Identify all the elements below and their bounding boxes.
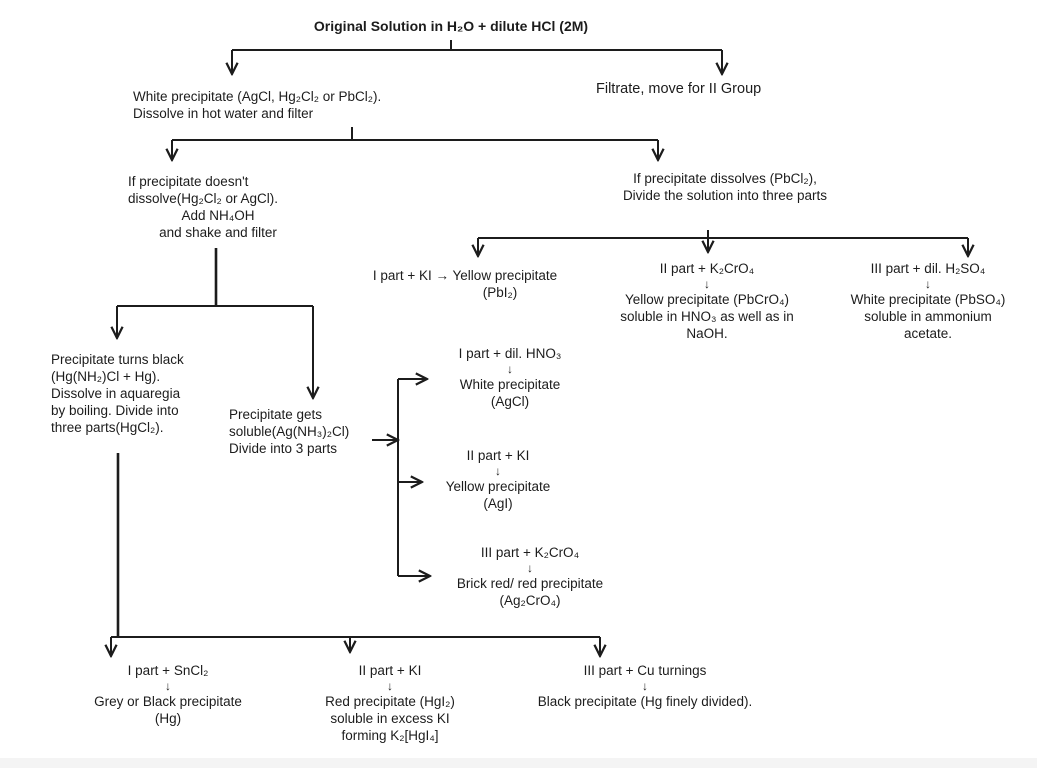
mercury-test-result: (Hg) [154, 711, 182, 726]
lead-test-result: acetate. [903, 326, 953, 341]
lead-test-result: soluble in HNO₃ as well as in [620, 309, 794, 324]
mercury-test-result: Black precipitate (Hg finely divided). [537, 694, 753, 709]
lead-test-3: III part + dil. H₂SO₄ ↓ White precipitat… [822, 260, 1034, 342]
silver-test-result: (AgI) [483, 496, 513, 511]
mercury-test-reagent: I part + SnCl₂ [127, 663, 209, 678]
lead-test-result: White precipitate (PbSO₄) [850, 292, 1006, 307]
down-arrow-icon: ↓ [925, 277, 931, 291]
black-line: three parts(HgCl₂). [51, 420, 164, 435]
lead-test-reagent: III part + dil. H₂SO₄ [870, 261, 986, 276]
lead-test-2: II part + K₂CrO₄ ↓ Yellow precipitate (P… [596, 260, 818, 342]
white-precipitate-node: White precipitate (AgCl, Hg₂Cl₂ or PbCl₂… [133, 88, 381, 122]
root-node: Original Solution in H₂O + dilute HCl (2… [251, 18, 651, 35]
silver-test-result: (AgCl) [490, 394, 530, 409]
mercury-test-3: III part + Cu turnings ↓ Black precipita… [500, 662, 790, 710]
not-dissolve-line: and shake and filter [159, 225, 277, 240]
mercury-test-result: Red precipitate (HgI₂) [325, 694, 455, 709]
dissolves-node: If precipitate dissolves (PbCl₂), Divide… [590, 170, 860, 204]
bottom-band [0, 758, 1037, 768]
silver-test-3: III part + K₂CrO₄ ↓ Brick red/ red preci… [430, 544, 630, 609]
silver-test-result: Brick red/ red precipitate [456, 576, 604, 591]
mercury-test-reagent: II part + KI [358, 663, 422, 678]
dissolves-line: If precipitate dissolves (PbCl₂), [633, 171, 817, 186]
soluble-line: Divide into 3 parts [229, 441, 338, 456]
down-arrow-icon: ↓ [527, 561, 533, 575]
down-arrow-icon: ↓ [495, 464, 501, 478]
not-dissolve-node: If precipitate doesn't dissolve(Hg₂Cl₂ o… [128, 173, 308, 241]
black-precipitate-node: Precipitate turns black (Hg(NH₂)Cl + Hg)… [51, 351, 184, 436]
down-arrow-icon: ↓ [704, 277, 710, 291]
silver-test-reagent: II part + KI [466, 448, 530, 463]
lead-test-result: (PbI₂) [482, 285, 518, 300]
not-dissolve-line: If precipitate doesn't [128, 174, 249, 189]
silver-test-2: II part + KI ↓ Yellow precipitate (AgI) [418, 447, 578, 512]
white-precipitate-line: Dissolve in hot water and filter [133, 106, 314, 121]
not-dissolve-line: Add NH₄OH [181, 208, 255, 223]
down-arrow-icon: ↓ [507, 362, 513, 376]
silver-test-reagent: I part + dil. HNO₃ [458, 346, 562, 361]
lead-test-1: I part + KI → Yellow precipitate (PbI₂) [345, 267, 585, 301]
mercury-test-result: forming K₂[HgI₄] [341, 728, 439, 743]
mercury-test-2: II part + KI ↓ Red precipitate (HgI₂) so… [300, 662, 480, 744]
down-arrow-icon: ↓ [387, 679, 393, 693]
black-line: Dissolve in aquaregia [51, 386, 181, 401]
mercury-test-1: I part + SnCl₂ ↓ Grey or Black precipita… [68, 662, 268, 727]
silver-test-result: (Ag₂CrO₄) [499, 593, 561, 608]
silver-test-reagent: III part + K₂CrO₄ [480, 545, 580, 560]
black-line: Precipitate turns black [51, 352, 184, 367]
silver-test-1: I part + dil. HNO₃ ↓ White precipitate (… [425, 345, 595, 410]
mercury-test-reagent: III part + Cu turnings [583, 663, 707, 678]
lead-test-reagent: I part + KI → Yellow precipitate [372, 268, 558, 283]
dissolves-line: Divide the solution into three parts [622, 188, 828, 203]
silver-test-result: White precipitate [459, 377, 561, 392]
root-title: Original Solution in H₂O + dilute HCl (2… [313, 18, 589, 34]
lead-test-result: soluble in ammonium [864, 309, 992, 324]
lead-test-result: Yellow precipitate (PbCrO₄) [624, 292, 790, 307]
mercury-test-result: soluble in excess KI [330, 711, 450, 726]
down-arrow-icon: ↓ [642, 679, 648, 693]
mercury-test-result: Grey or Black precipitate [94, 694, 242, 709]
soluble-line: Precipitate gets [229, 407, 323, 422]
black-line: (Hg(NH₂)Cl + Hg). [51, 369, 161, 384]
not-dissolve-line: dissolve(Hg₂Cl₂ or AgCl). [128, 191, 279, 206]
white-precipitate-line: White precipitate (AgCl, Hg₂Cl₂ or PbCl₂… [133, 89, 382, 104]
silver-test-result: Yellow precipitate [445, 479, 551, 494]
black-line: by boiling. Divide into [51, 403, 179, 418]
down-arrow-icon: ↓ [165, 679, 171, 693]
soluble-node: Precipitate gets soluble(Ag(NH₃)₂Cl) Div… [229, 406, 349, 457]
filtrate-node: Filtrate, move for II Group [596, 81, 761, 98]
soluble-line: soluble(Ag(NH₃)₂Cl) [229, 424, 350, 439]
lead-test-reagent: II part + K₂CrO₄ [659, 261, 755, 276]
filtrate-text: Filtrate, move for II Group [596, 81, 762, 97]
lead-test-result: NaOH. [686, 326, 728, 341]
